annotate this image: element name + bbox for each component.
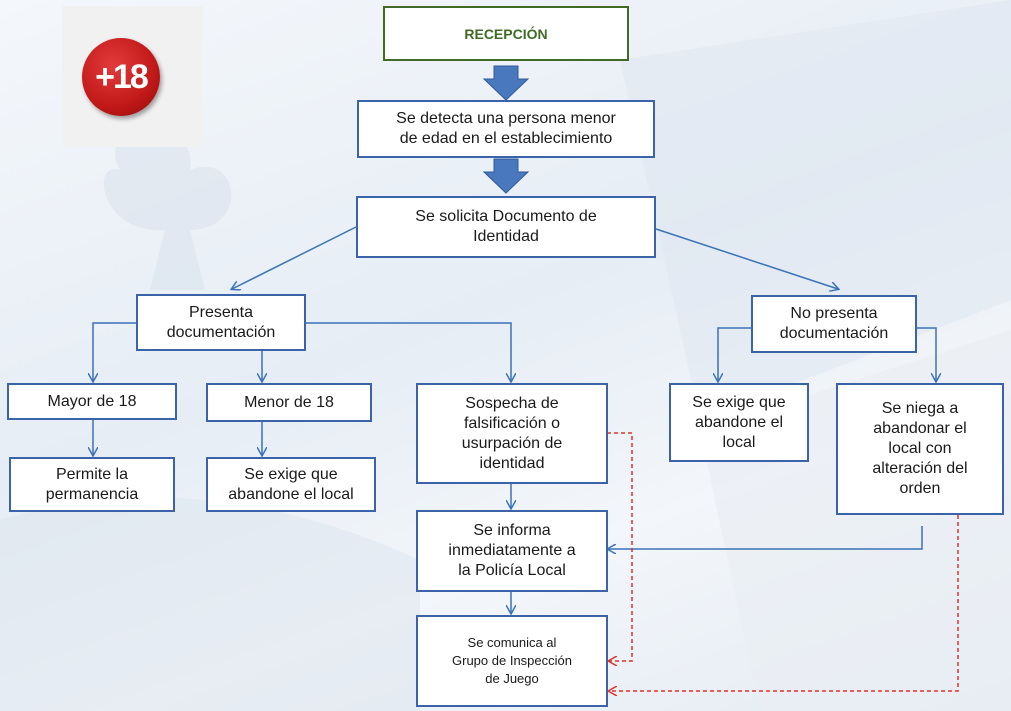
refuses-leave-box: Se niega a abandonar el local con altera… xyxy=(836,383,1004,515)
request-id-box: Se solicita Documento de Identidad xyxy=(356,196,656,258)
must-leave-minor-box: Se exige que abandone el local xyxy=(206,457,376,512)
connector-presents-to-over18 xyxy=(93,322,137,381)
dashed-refuse-to-inspection xyxy=(609,515,959,691)
suspicion-box: Sospecha de falsificación o usurpación d… xyxy=(416,383,608,484)
presents-docs-box: Presenta documentación xyxy=(136,294,306,351)
reception-box: RECEPCIÓN xyxy=(383,6,629,61)
inform-police-box: Se informa inmediatamente a la Policía L… xyxy=(416,510,608,592)
connector-presents-to-suspicion xyxy=(305,322,511,381)
dashed-suspicion-to-inspection xyxy=(607,432,633,661)
must-leave-no-docs-box: Se exige que abandone el local xyxy=(669,383,809,462)
connector-refuse-to-police xyxy=(608,526,923,549)
connector-request-to-nodocs xyxy=(655,228,838,289)
allow-stay-box: Permite la permanencia xyxy=(9,457,175,512)
connector-request-to-presents xyxy=(232,226,357,289)
over-18-box: Mayor de 18 xyxy=(7,383,177,420)
no-docs-box: No presenta documentación xyxy=(751,295,917,353)
connector-nodocs-to-leave xyxy=(718,327,752,381)
block-arrow-1 xyxy=(482,65,530,101)
notify-inspection-box: Se comunica al Grupo de Inspección de Ju… xyxy=(416,615,608,707)
plus-18-badge-icon: +18 xyxy=(82,38,160,116)
block-arrow-2 xyxy=(482,158,530,194)
connector-nodocs-to-refuse xyxy=(916,327,936,381)
detect-minor-box: Se detecta una persona menor de edad en … xyxy=(357,100,655,158)
age-restriction-logo: +18 xyxy=(62,6,203,147)
under-18-box: Menor de 18 xyxy=(206,383,372,422)
